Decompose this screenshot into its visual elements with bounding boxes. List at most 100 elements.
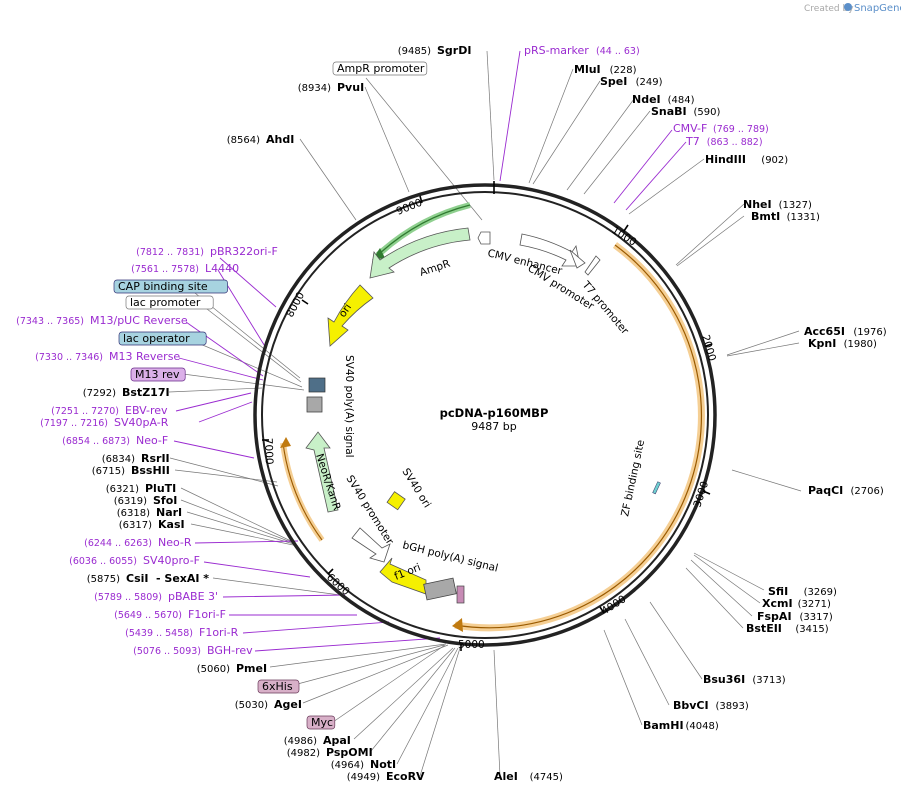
enzyme-bamhi: BamHI [643, 719, 684, 732]
enzyme-xcmi: XcmI [762, 597, 793, 610]
enzyme-alei: AleI [494, 770, 518, 783]
enzyme-pos-pmei: (5060) [197, 664, 230, 675]
primer-bgh-rev: BGH-rev [207, 644, 253, 657]
primer-pos-pbabe-3: (5789 .. 5809) [94, 592, 162, 603]
plasmid-name: pcDNA-p160MBP [440, 406, 549, 420]
feature-box-label-lac-operator: lac operator [123, 332, 190, 345]
credit-brand: SnapGene [854, 3, 901, 14]
enzyme-pos-bsteii: (3415) [795, 624, 828, 635]
enzyme-pos-hindiii: (902) [761, 155, 788, 166]
primer-connectors [173, 50, 687, 652]
enzyme-ndei: NdeI [632, 93, 661, 106]
primer-pos-neo-r: (6244 .. 6263) [84, 538, 152, 549]
enzyme-pos-rsrii: (6834) [102, 454, 135, 465]
enzyme-bsu36i: Bsu36I [703, 673, 745, 686]
feature-ori [327, 284, 374, 347]
label-connectors [168, 50, 802, 777]
primer-m13-reverse: M13 Reverse [109, 350, 180, 363]
feature-cmv-promoter [569, 249, 586, 269]
enzyme-kasi: KasI [158, 518, 185, 531]
enzyme-apai: ApaI [323, 734, 351, 747]
primer-neo-r: Neo-R [158, 536, 192, 549]
feature-sv40-promoter [351, 527, 391, 563]
enzyme-pos-bstz17i: (7292) [83, 388, 116, 399]
enzyme-pos-pvui: (8934) [298, 83, 331, 94]
feature-box-6xhis [257, 679, 300, 694]
enzyme-pos-fspai: (3317) [800, 612, 833, 623]
primer-sv40pa-r: SV40pA-R [114, 416, 169, 429]
enzyme-pos-noti: (4964) [331, 760, 364, 771]
enzyme-pos-bmti: (1331) [787, 212, 820, 223]
label-sv40-ori: SV40 ori [399, 466, 433, 510]
enzyme-sgrdi: SgrDI [437, 44, 471, 57]
primer-pos-sv40pa-r: (7197 .. 7216) [40, 418, 108, 429]
features [305, 227, 661, 604]
label-sv40-promoter: SV40 promoter [343, 473, 396, 547]
enzyme-nari: NarI [156, 506, 182, 519]
primer-pos-cmv-f: (769 .. 789) [713, 124, 769, 135]
primer-pbr322ori-f: pBR322ori-F [210, 245, 278, 258]
plasmid-length: 9487 bp [471, 420, 516, 433]
enzyme-ecorv: EcoRV [386, 770, 425, 783]
enzyme-pos-paqci: (2706) [851, 486, 884, 497]
backbone-inner [261, 191, 709, 639]
enzyme-kpni: KpnI [808, 337, 836, 350]
enzyme-sfii: SfiI [768, 585, 788, 598]
enzyme-pos-ndei: (484) [668, 95, 695, 106]
enzyme-bstz17i: BstZ17I [122, 386, 170, 399]
enzyme-hindiii: HindIII [705, 153, 746, 166]
feature-box-lac-promoter [125, 295, 214, 310]
site-labels: SgrDI(9485)pRS-marker(44 .. 63)AmpR prom… [16, 44, 887, 783]
enzyme-pos-alei: (4745) [530, 772, 563, 783]
feature-box-label-lac-promoter: lac promoter [130, 296, 201, 309]
feature-box-cap-binding-site [113, 279, 228, 294]
primer-pos-m13-puc-reverse: (7343 .. 7365) [16, 316, 84, 327]
orf-arrowhead-neo [280, 437, 291, 448]
enzyme-pos-bsshii: (6715) [92, 466, 125, 477]
enzyme-pos-agei: (5030) [235, 700, 268, 711]
feature-box-label-ampr-promoter: AmpR promoter [337, 62, 425, 75]
enzyme-pos-sfoi: (6319) [114, 496, 147, 507]
primer-pos-m13-reverse: (7330 .. 7346) [35, 352, 103, 363]
tick-5000: 5000 [458, 639, 485, 651]
enzyme-sfoi: SfoI [153, 494, 177, 507]
enzyme-pos-apai: (4986) [284, 736, 317, 747]
feature-sv40-ori [386, 491, 406, 511]
primer-pos-sv40pro-f: (6036 .. 6055) [69, 556, 137, 567]
feature-box-lac-operator [118, 331, 207, 346]
primer-m13-puc-reverse: M13/pUC Reverse [90, 314, 188, 327]
enzyme-pos-xcmi: (3271) [798, 599, 831, 610]
primer-pos-neo-f: (6854 .. 6873) [62, 436, 130, 447]
label-ampr: AmpR [418, 258, 452, 279]
enzyme-pos-nhei: (1327) [779, 200, 812, 211]
feature-t7-promoter [584, 255, 601, 276]
primer-f1ori-f: F1ori-F [188, 608, 226, 621]
enzyme-spei: SpeI [600, 75, 627, 88]
enzyme-pspomi: PspOMI [326, 746, 373, 759]
enzyme-pos-bbvci: (3893) [716, 701, 749, 712]
label-zf-binding-site: ZF binding site [619, 439, 647, 518]
tick-1000: 1000 [609, 224, 638, 248]
primer-sv40pro-f: SV40pro-F [143, 554, 200, 567]
primer-pos-prs-marker: (44 .. 63) [596, 46, 640, 57]
enzyme-snabi: SnaBI [651, 105, 687, 118]
enzyme-pvui: PvuI [337, 81, 364, 94]
tick-3000: 3000 [691, 480, 711, 509]
feature-lac-region [308, 377, 326, 393]
enzyme-pos-kpni: (1980) [844, 339, 877, 350]
enzyme-pos-bsu36i: (3713) [752, 675, 785, 686]
primer-l4440: L4440 [205, 262, 239, 275]
feature-cmv-enhancer [519, 233, 581, 267]
enzyme-ahdi: AhdI [266, 133, 294, 146]
primer-f1ori-r: F1ori-R [199, 626, 239, 639]
enzyme-bmti: BmtI [751, 210, 780, 223]
feature-zf-binding-site [652, 481, 661, 495]
feature-box-label-myc: Myc [311, 716, 333, 729]
backbone-outer [253, 183, 717, 647]
enzyme-pos-snabi: (590) [694, 107, 721, 118]
enzyme-pos-acc65i: (1976) [853, 327, 886, 338]
primer-pos-bgh-rev: (5076 .. 5093) [133, 646, 201, 657]
enzyme-pos-pspomi: (4982) [287, 748, 320, 759]
enzyme-pos-ecorv: (4949) [347, 772, 380, 783]
